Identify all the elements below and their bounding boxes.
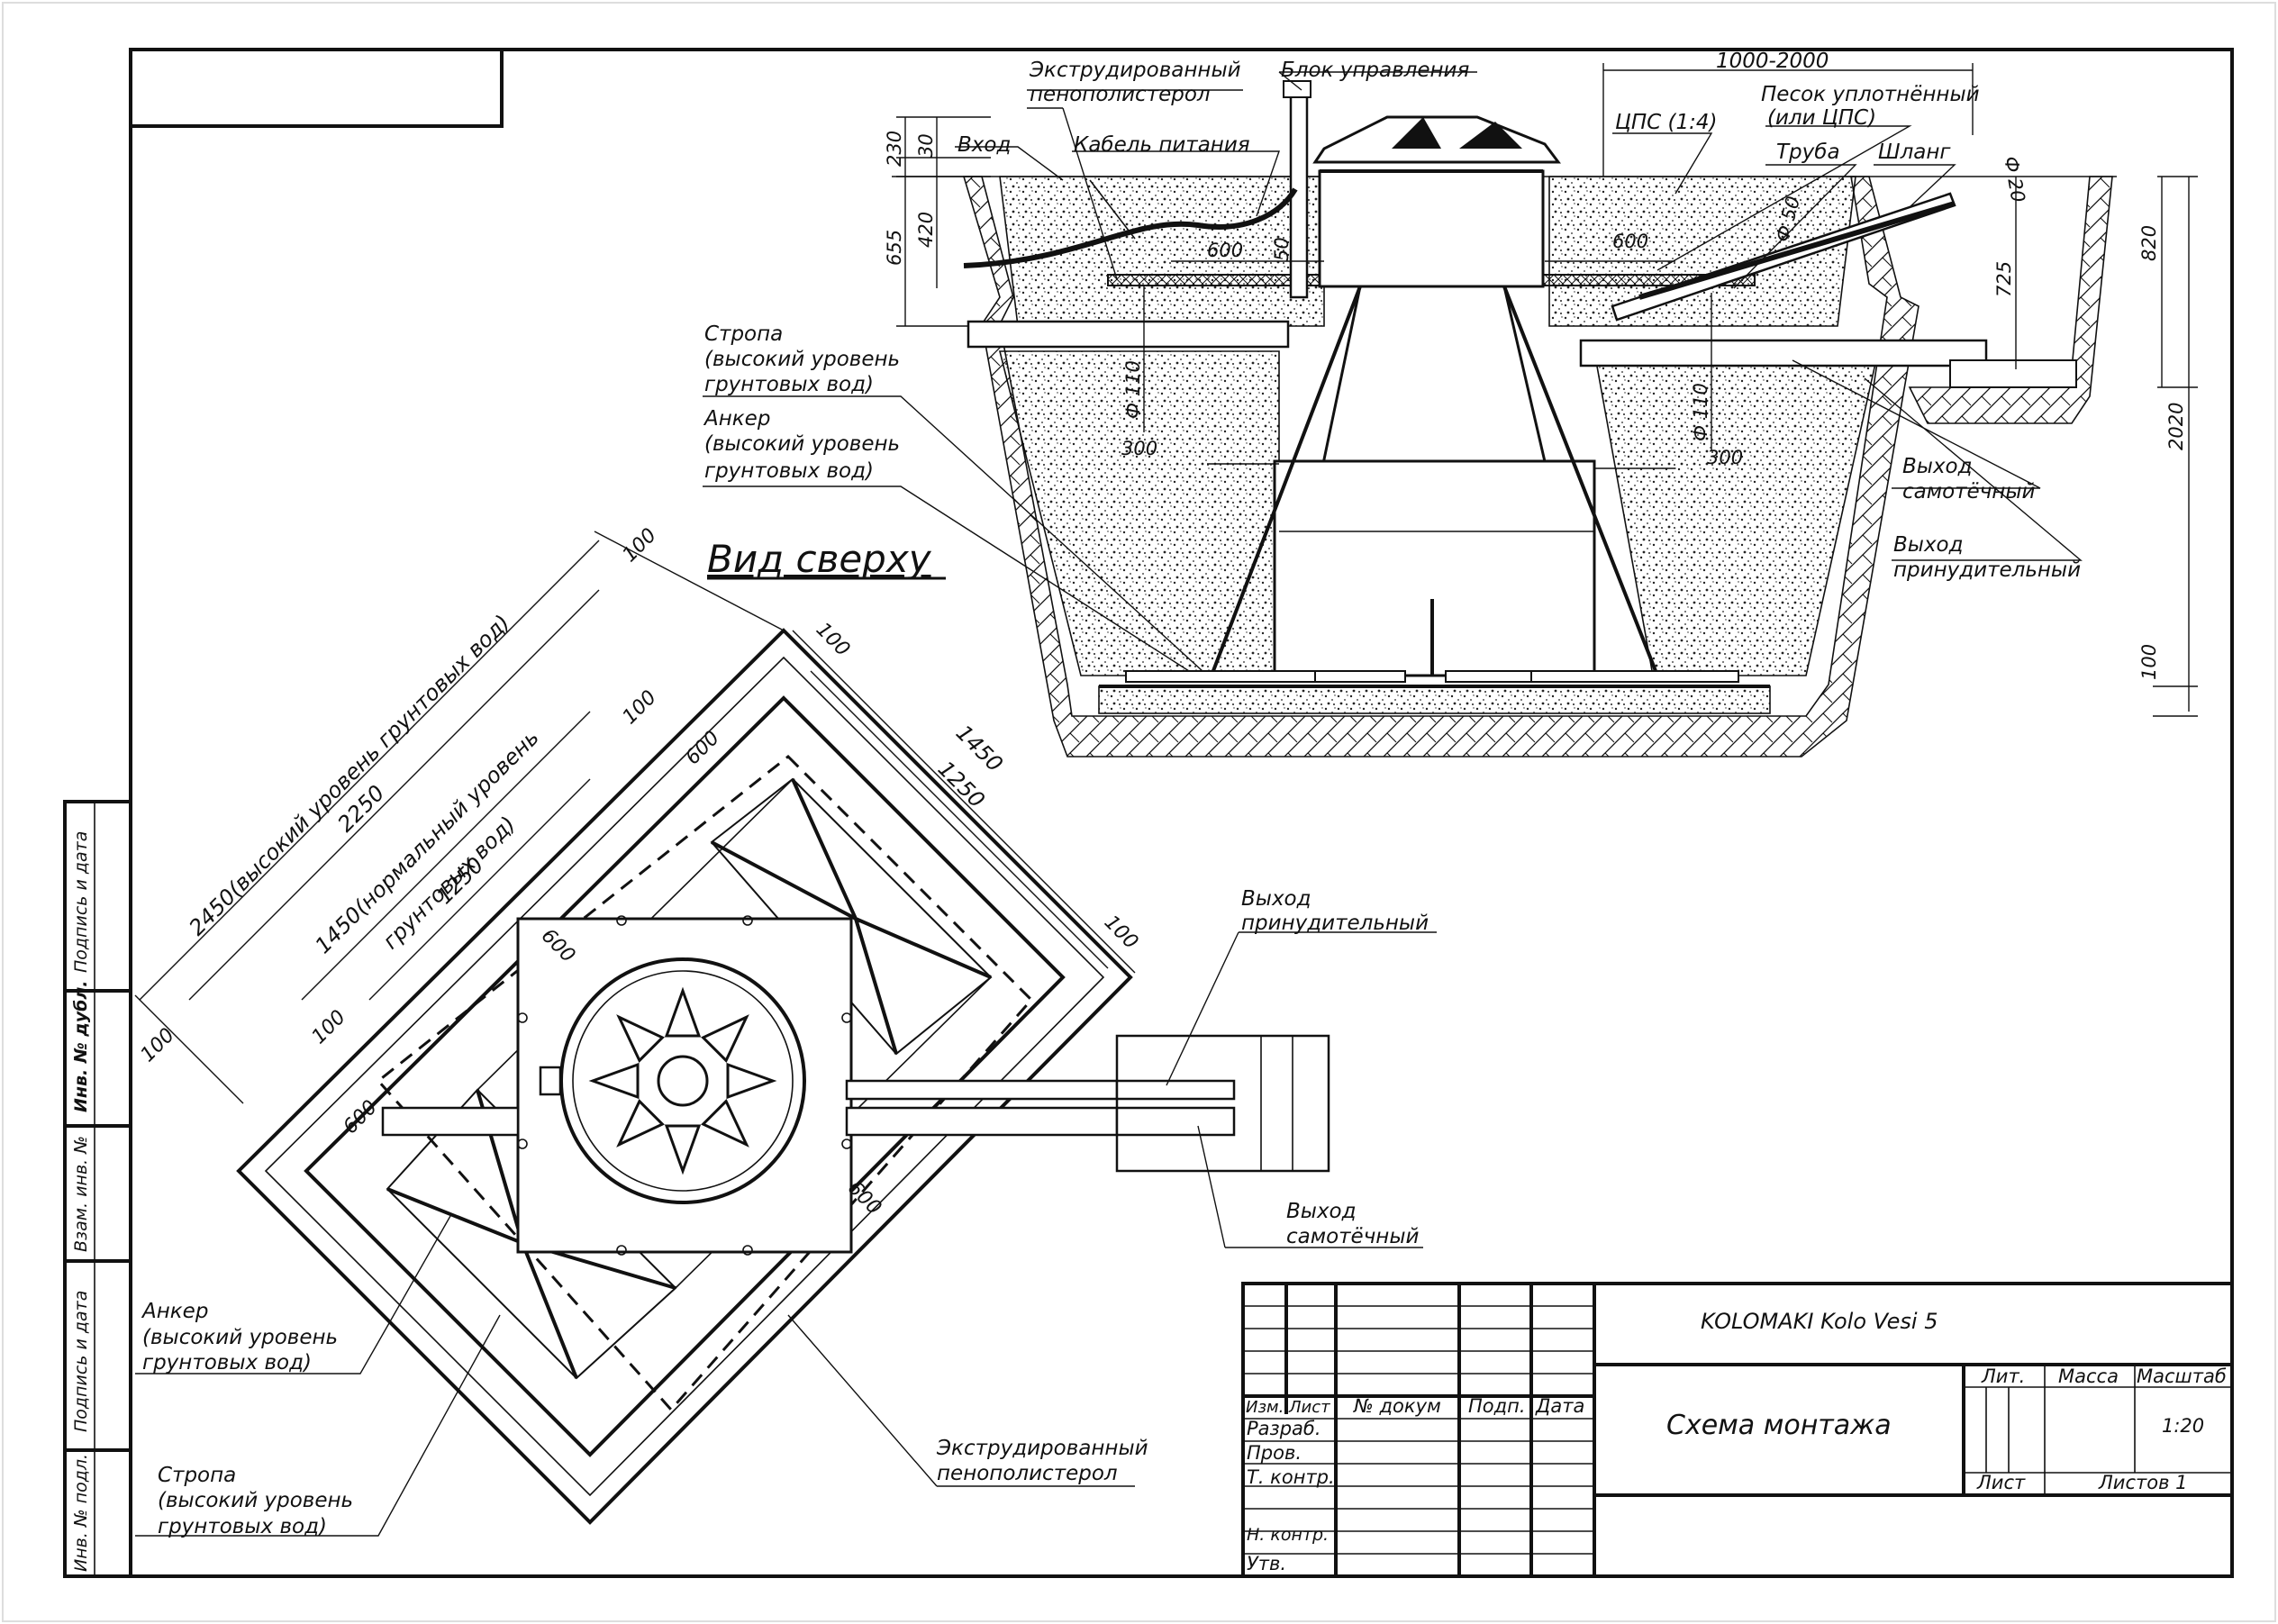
dim-50: 50	[1271, 237, 1293, 261]
dim-420: 420	[915, 212, 937, 248]
stamp-cell-5: Инв. № подл.	[71, 1454, 91, 1572]
tb-prov: Пров.	[1247, 1442, 1302, 1464]
tb-razrab: Разраб.	[1247, 1418, 1321, 1439]
dim-100e: 100	[812, 619, 854, 661]
stamp-cell-1: Подпись и дата	[71, 831, 91, 973]
corner-stamp-box	[129, 48, 504, 128]
dim-100-bottom: 100	[2138, 644, 2160, 680]
plan-outlet-gravity-2: самотёчный	[1286, 1225, 1419, 1248]
dim-300-right: 300	[1707, 447, 1743, 468]
label-sling: Стропа	[704, 322, 783, 346]
dim-1000-2000: 1000-2000	[1716, 50, 1829, 73]
label-sand: Песок уплотнённый	[1761, 83, 1980, 106]
tb-h-sign: Подп.	[1468, 1395, 1526, 1417]
tb-scale-label: Масштаб	[2137, 1365, 2227, 1387]
tb-h-list: Лист	[1288, 1398, 1330, 1417]
dim-820: 820	[2138, 225, 2160, 261]
label-outlet-forced: Выход	[1893, 533, 1964, 557]
plan-foam: Экструдированный	[936, 1437, 1148, 1460]
plan-anchor-3: грунтовых вод)	[142, 1351, 312, 1375]
cover-ribs	[588, 986, 777, 1175]
label-outlet-gravity: Выход	[1902, 455, 1973, 478]
tb-h-izm: Изм.	[1246, 1398, 1284, 1417]
label-extruded-foam: Экструдированный	[1029, 59, 1241, 82]
plan-sling-2: (высокий уровень	[158, 1489, 353, 1512]
plan-outlet-forced-2: принудительный	[1241, 912, 1429, 935]
label-cps: ЦПС (1:4)	[1615, 111, 1717, 134]
dim-phi20: Ф 20	[2000, 155, 2029, 204]
tb-h-doc: № докум	[1353, 1395, 1441, 1417]
tb-title: Схема монтажа	[1666, 1410, 1892, 1441]
tb-lit: Лит.	[1981, 1365, 2025, 1387]
dim-110-right: Ф 110	[1690, 383, 1711, 441]
label-outlet-forced-2: принудительный	[1893, 558, 2081, 582]
dim-110-left: Ф 110	[1122, 360, 1144, 419]
dim-100f: 100	[1100, 912, 1142, 954]
plan-anchor: Анкер	[141, 1300, 208, 1323]
label-extruded-foam-2: пенополистерол	[1030, 83, 1211, 106]
label-anchor-3: грунтовых вод)	[704, 459, 874, 483]
tb-h-date: Дата	[1535, 1395, 1584, 1417]
plan-anchor-2: (высокий уровень	[142, 1326, 338, 1349]
title-block: Изм. Лист № докум Подп. Дата Разраб. Про…	[1241, 1282, 2234, 1578]
dim-100b: 100	[619, 686, 661, 729]
manhole-lid	[1312, 115, 1561, 164]
top-view-title: Вид сверху	[707, 537, 932, 581]
tb-sheet: Лист	[1976, 1472, 2026, 1493]
tb-scale: 1:20	[2162, 1415, 2204, 1437]
label-control-unit: Блок управления	[1281, 59, 1469, 82]
dim-725: 725	[1993, 261, 2015, 297]
label-sling-2: (высокий уровень	[704, 348, 900, 371]
dim-30: 30	[915, 133, 937, 158]
label-pipe: Труба	[1776, 141, 1840, 164]
tb-product: KOLOMAKI Kolo Vesi 5	[1701, 1309, 1938, 1334]
label-anchor-2: (высокий уровень	[704, 432, 900, 456]
dim-655: 655	[884, 230, 905, 266]
dim-300-left: 300	[1121, 438, 1157, 459]
plan-outlet-forced: Выход	[1241, 887, 1311, 911]
tb-utv: Утв.	[1247, 1553, 1286, 1574]
label-anchor: Анкер	[703, 407, 770, 431]
dim-100c: 100	[137, 1024, 179, 1066]
dim-230: 230	[884, 131, 905, 167]
side-stamp: Подпись и дата Инв. № дубл. Взам. инв. №…	[63, 800, 132, 1578]
tb-mass: Масса	[2058, 1365, 2119, 1387]
dim-100d: 100	[308, 1006, 350, 1048]
stamp-cell-4: Подпись и дата	[71, 1291, 91, 1432]
tb-sheets: Листов 1	[2098, 1472, 2187, 1493]
tb-nkontr: Н. контр.	[1247, 1525, 1329, 1545]
tb-tkontr: Т. контр.	[1247, 1466, 1335, 1488]
label-hose: Шланг	[1878, 141, 1951, 164]
stamp-cell-3: Взам. инв. №	[71, 1136, 91, 1252]
label-sling-3: грунтовых вод)	[704, 373, 874, 396]
plan-sling: Стропа	[158, 1464, 236, 1487]
section-view: Экструдированный пенополистерол Блок упр…	[703, 50, 2198, 758]
dim-1450: 1450(нормальный уровень	[310, 725, 544, 959]
label-outlet-gravity-2: самотёчный	[1902, 480, 2035, 504]
dim-2020: 2020	[2165, 403, 2187, 450]
label-inlet: Вход	[957, 133, 1011, 157]
dim-600-left: 600	[1207, 240, 1243, 261]
label-power-cable: Кабель питания	[1074, 133, 1250, 157]
plan-outlet-gravity: Выход	[1286, 1200, 1357, 1223]
label-sand-2: (или ЦПС)	[1767, 106, 1876, 130]
stamp-cell-2: Инв. № дубл.	[71, 981, 91, 1113]
dim-600-right: 600	[1612, 231, 1648, 252]
dim-100a: 100	[619, 524, 661, 567]
plan-sling-3: грунтовых вод)	[158, 1515, 327, 1538]
plan-foam-2: пенополистерол	[937, 1462, 1118, 1485]
